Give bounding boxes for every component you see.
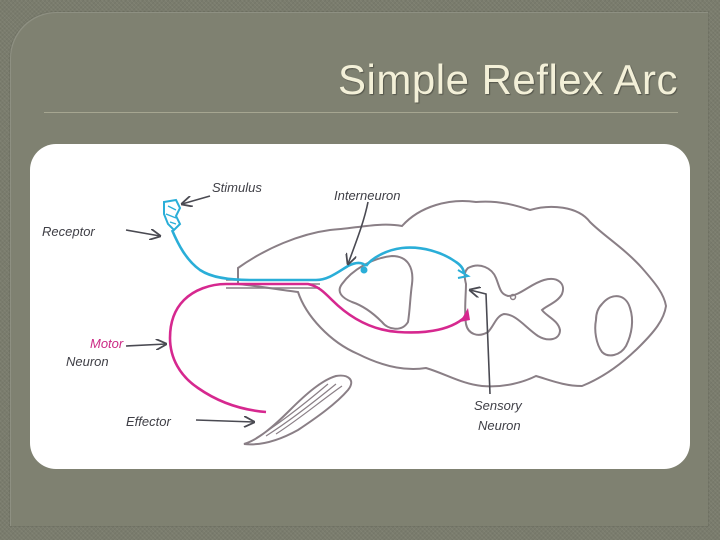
motor-neuron-arrow — [125, 344, 166, 346]
stimulus-arrow — [182, 195, 211, 204]
interneuron-cell-body — [360, 266, 368, 274]
sensory-neuron-label-line2: Neuron — [478, 418, 521, 433]
motor-neuron-start — [460, 308, 470, 322]
effector-muscle — [243, 374, 353, 446]
slide-title: Simple Reflex Arc — [338, 56, 678, 103]
sensory-neuron-label-line1: Sensory — [474, 398, 523, 413]
sensory-neuron-arrow — [470, 290, 491, 395]
receptor-label: Receptor — [42, 224, 95, 239]
stimulus-label: Stimulus — [212, 180, 262, 195]
motor-neuron-path — [168, 282, 469, 414]
reflex-arc-diagram: Stimulus Receptor Interneuron Motor Neur… — [30, 144, 690, 469]
grey-matter-horn-left — [338, 254, 414, 330]
grey-matter-right — [594, 295, 634, 357]
interneuron-label: Interneuron — [334, 188, 401, 203]
interneuron-arrow — [348, 201, 369, 264]
spinal-cord-outline — [237, 200, 668, 388]
receptor-arrow — [125, 230, 160, 236]
synapse-arrow — [457, 269, 471, 279]
receptor-lines — [165, 205, 177, 225]
central-canal — [509, 293, 517, 301]
title-divider — [44, 112, 678, 113]
sensory-neuron-path — [170, 229, 367, 282]
interneuron-path — [364, 246, 466, 275]
effector-striations — [255, 383, 343, 439]
motor-neuron-label-line1: Motor — [90, 336, 124, 351]
motor-neuron-label-line2: Neuron — [66, 354, 109, 369]
grey-matter-butterfly — [463, 264, 564, 341]
effector-label: Effector — [126, 414, 171, 429]
reflex-arc-drawing: Stimulus Receptor Interneuron Motor Neur… — [42, 180, 668, 446]
effector-arrow — [195, 420, 254, 422]
receptor-shape — [163, 198, 182, 232]
